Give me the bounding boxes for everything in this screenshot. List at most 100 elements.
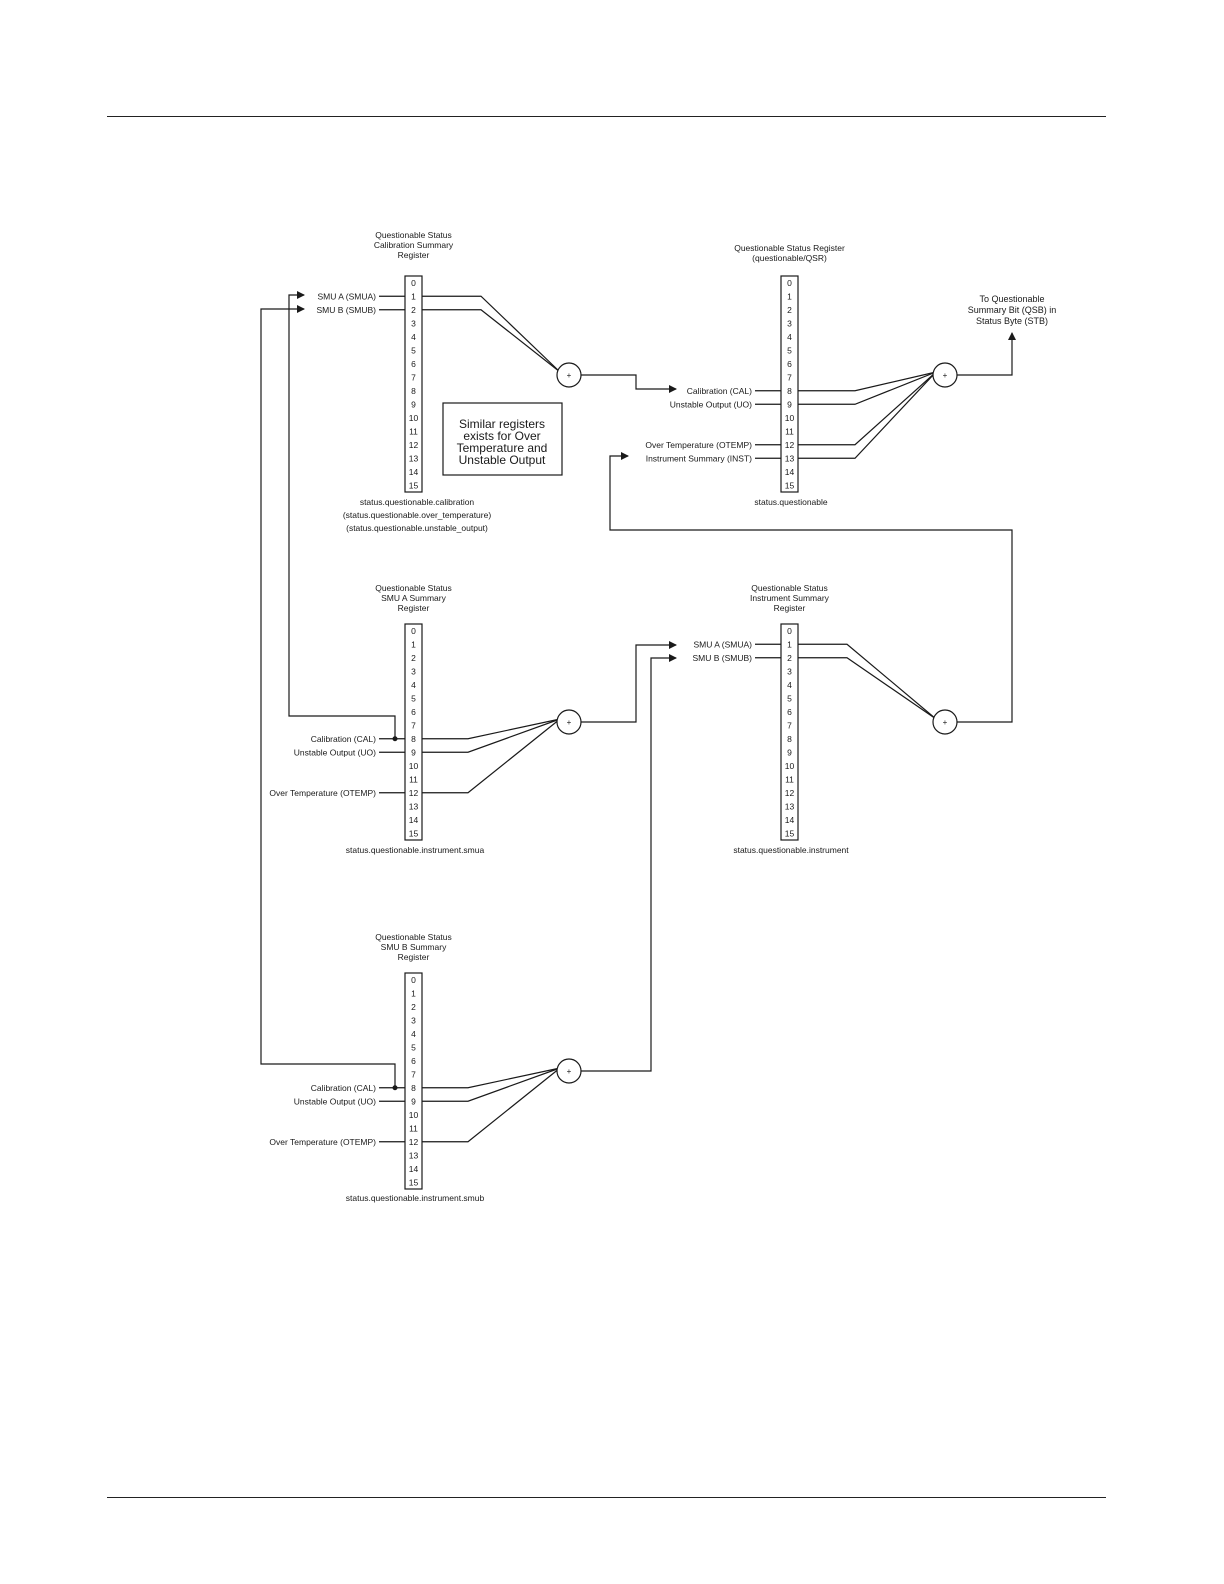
bit-label: 6	[411, 707, 416, 717]
register-title: Questionable Status	[375, 583, 452, 593]
bit-label: 10	[409, 413, 419, 423]
bit-label: 2	[787, 653, 792, 663]
bit-label: 0	[411, 278, 416, 288]
bit-label: 3	[787, 318, 792, 328]
qsr-output-wire	[957, 332, 1016, 376]
or-gate-symbol: +	[567, 1067, 572, 1076]
bit-label: 4	[787, 680, 792, 690]
register-caption: status.questionable.instrument.smua	[346, 845, 485, 855]
bit-label: 4	[411, 332, 416, 342]
bit-label: 12	[785, 440, 795, 450]
bit-label: 6	[787, 707, 792, 717]
input-label: Over Temperature (OTEMP)	[645, 440, 752, 450]
bit-label: 7	[411, 372, 416, 382]
bit-label: 4	[787, 332, 792, 342]
input-label: Calibration (CAL)	[311, 734, 376, 744]
bit-label: 1	[411, 291, 416, 301]
bit-label: 7	[787, 720, 792, 730]
bit-label: 0	[411, 626, 416, 636]
input-label: Unstable Output (UO)	[294, 747, 376, 757]
smub-cal-feedback-wire	[260, 305, 396, 1088]
bit-label: 7	[411, 720, 416, 730]
summary-wire	[798, 657, 937, 720]
bit-label: 15	[785, 828, 795, 838]
register-title: Instrument Summary	[750, 593, 830, 603]
register-caption: status.questionable.calibration	[360, 497, 475, 507]
or-gate-inst	[932, 709, 958, 735]
bit-label: 0	[787, 626, 792, 636]
bit-label: 5	[787, 693, 792, 703]
bit-label: 10	[409, 1110, 419, 1120]
bit-label: 15	[409, 1177, 419, 1187]
bit-label: 9	[411, 1096, 416, 1106]
bit-label: 12	[409, 788, 419, 798]
register-caption: status.questionable	[754, 497, 828, 507]
input-label: Over Temperature (OTEMP)	[269, 1137, 376, 1147]
bit-label: 10	[785, 413, 795, 423]
bit-label: 6	[411, 359, 416, 369]
register-box	[404, 623, 423, 841]
input-label: Calibration (CAL)	[687, 386, 752, 396]
register-title: (questionable/QSR)	[752, 253, 827, 263]
register-title: Register	[398, 250, 430, 260]
bit-label: 12	[409, 440, 419, 450]
bit-label: 3	[411, 666, 416, 676]
register-caption: status.questionable.instrument	[733, 845, 849, 855]
bit-label: 12	[785, 788, 795, 798]
bit-label: 13	[409, 1150, 419, 1160]
bit-label: 8	[411, 386, 416, 396]
bit-label: 5	[411, 1042, 416, 1052]
bit-label: 14	[785, 467, 795, 477]
header-rule	[107, 116, 1106, 117]
or-gate-smub	[556, 1058, 582, 1084]
summary-wire	[422, 718, 561, 794]
bit-label: 5	[787, 345, 792, 355]
register-title: Register	[398, 952, 430, 962]
bit-label: 5	[411, 693, 416, 703]
bit-label: 10	[409, 761, 419, 771]
register-box	[404, 972, 423, 1190]
summary-wire	[422, 1067, 561, 1089]
summary-wire	[422, 295, 561, 373]
summary-wire	[798, 371, 937, 405]
bit-label: 2	[411, 1002, 416, 1012]
bit-label: 1	[411, 639, 416, 649]
bit-label: 8	[411, 1083, 416, 1093]
register-caption: (status.questionable.over_temperature)	[343, 510, 492, 520]
smua-cal-feedback-wire	[288, 291, 396, 739]
output-label-line: Status Byte (STB)	[976, 316, 1048, 326]
bit-label: 5	[411, 345, 416, 355]
note-line: Temperature and	[457, 441, 548, 455]
bit-label: 4	[411, 1029, 416, 1039]
bit-label: 0	[411, 975, 416, 985]
summary-wire	[422, 1067, 561, 1102]
input-label: SMU B (SMUB)	[693, 653, 753, 663]
bit-label: 11	[409, 774, 418, 784]
bit-label: 1	[787, 291, 792, 301]
register-title: SMU B Summary	[381, 942, 447, 952]
register-box	[780, 275, 799, 493]
junction-dot	[392, 736, 398, 742]
bit-label: 11	[785, 426, 794, 436]
input-label: Over Temperature (OTEMP)	[269, 788, 376, 798]
bit-label: 2	[787, 305, 792, 315]
input-label: Calibration (CAL)	[311, 1083, 376, 1093]
register-title: Questionable Status	[375, 230, 452, 240]
bit-label: 15	[409, 480, 419, 490]
bit-label: 12	[409, 1137, 419, 1147]
summary-wire	[798, 371, 937, 392]
bit-label: 8	[787, 386, 792, 396]
bit-label: 4	[411, 680, 416, 690]
input-label: SMU A (SMUA)	[693, 639, 752, 649]
bit-label: 14	[409, 467, 419, 477]
or-gate-symbol: +	[567, 718, 572, 727]
inst-to-qsr-wire	[609, 452, 1013, 723]
output-label-line: Summary Bit (QSB) in	[968, 305, 1057, 315]
bit-label: 1	[787, 639, 792, 649]
bit-label: 15	[785, 480, 795, 490]
bit-label: 8	[787, 734, 792, 744]
